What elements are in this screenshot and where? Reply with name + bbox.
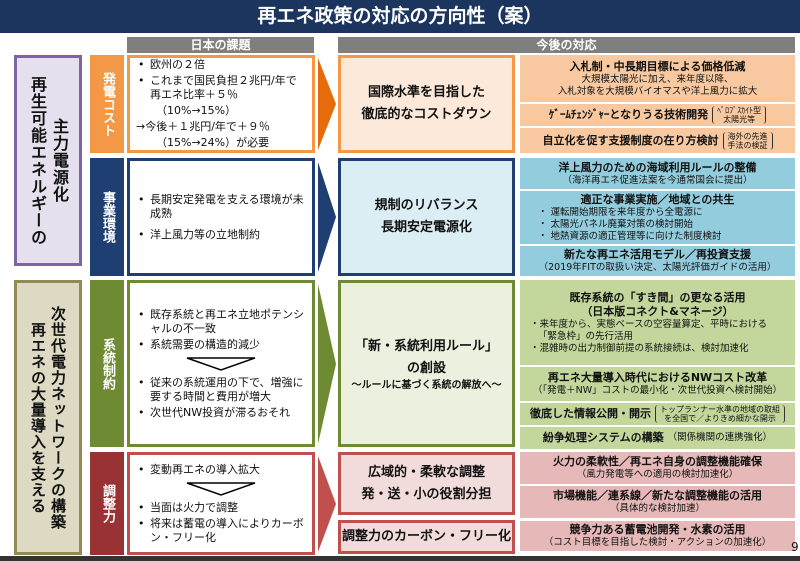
- policy-cost: 国際水準を目指した徹底的なコストダウン: [338, 55, 515, 153]
- policy-text: 規制のリバランス: [374, 198, 479, 213]
- issue-item: これまで国民負担２兆円/年で再エネ比率＋５％: [136, 74, 306, 102]
- action-item: 市場機能／連系線／新たな調整機能の活用（具体的な検討加速）: [520, 486, 795, 518]
- pillar-network: 再エネの大量導入を支える次世代電力ネットワークの構築: [14, 280, 82, 555]
- action-item: ｹﾞｰﾑﾁｪﾝｼﾞｬｰとなりうる技術開発ﾍﾟﾛﾌﾞｽｶｲﾄ型太陽光等: [520, 104, 795, 126]
- category-grid: 系統制約: [90, 280, 124, 447]
- category-adjust: 調整力: [90, 452, 124, 555]
- right-arrow-icon: [318, 456, 336, 552]
- policy-text: 徹底的なコストダウン: [361, 107, 492, 122]
- policy-business: 規制のリバランス長期安定電源化: [338, 158, 515, 276]
- issue-item: （15%→24%）が必要: [156, 136, 270, 149]
- right-arrow-icon: [318, 162, 336, 272]
- issue-item: 変動再エネの導入拡大: [136, 463, 306, 477]
- policy-text: 長期安定電源化: [380, 220, 472, 235]
- issue-item: （10%→15%）: [156, 104, 237, 117]
- header-issues: 日本の課題: [127, 37, 314, 53]
- issue-item: 次世代NW投資が滞るおそれ: [136, 406, 306, 420]
- action-item: 紛争処理システムの構築（関係機関の連携強化）: [520, 427, 795, 449]
- slide-title: 再エネ政策の対応の方向性（案）: [0, 0, 800, 33]
- policy-text: 調整力のカーボン・フリー化: [341, 529, 511, 544]
- bottom-bar: [0, 556, 800, 561]
- action-item: 洋上風力のための海域利用ルールの整備（海洋再エネ促進法案を今通常国会に提出）: [520, 158, 795, 189]
- issue-item: 既存系統と再エネ立地ポテンシャルの不一致: [136, 308, 306, 336]
- issue-item: 将来は蓄電の導入によりカーボン・フリー化: [136, 517, 306, 545]
- policy-text: 「新・系統利用ルール」: [354, 338, 498, 354]
- down-arrow-icon: [186, 481, 256, 496]
- issue-item: 長期安定発電を支える環境が未成熟: [136, 193, 306, 221]
- page-number: 9: [791, 540, 799, 554]
- action-item: 再エネ大量導入時代におけるNWコスト改革（「発電＋NW」コストの最小化・次世代投…: [520, 367, 795, 401]
- issue-item: 従来の系統運用の下で、増強に要する時間と費用が増大: [136, 376, 306, 404]
- category-business: 事業環境: [90, 158, 124, 276]
- issues-business: 長期安定発電を支える環境が未成熟 洋上風力等の立地制約: [127, 158, 315, 276]
- issue-item: 系統需要の構造的減少: [136, 338, 306, 352]
- pillar-text: 再生可能エネルギーの: [28, 75, 47, 246]
- issue-item: 欧州の２倍: [136, 58, 306, 72]
- action-item: 入札制・中長期目標による価格低減大規模太陽光に加え、来年度以降、入札対象を大規模…: [520, 55, 795, 102]
- issue-item: 当面は火力で調整: [136, 501, 306, 515]
- pillar-text: 再エネの大量導入を支える: [29, 321, 47, 514]
- action-item: 自立化を促す支援制度の在り方検討海外の先進手法の検証: [520, 128, 795, 153]
- policy-grid: 「新・系統利用ルール」の創設 ～ルールに基づく系統の解放へ～: [338, 280, 515, 447]
- category-cost: 発電コスト: [90, 55, 124, 153]
- header-response: 今後の対応: [338, 37, 795, 53]
- policy-text: 発・送・小の役割分担: [361, 486, 492, 502]
- action-item: 既存系統の「すき間」の更なる活用（日本版コネクト&マネージ）・来年度から、実態ベ…: [520, 280, 795, 365]
- policy-adjust: 広域的・柔軟な調整発・送・小の役割分担: [338, 452, 515, 515]
- right-arrow-icon: [318, 284, 336, 444]
- action-item: 新たな再エネ活用モデル／再投資支援（2019年FITの取扱い決定、太陽光評価ガイ…: [520, 246, 795, 276]
- issues-grid: 既存系統と再エネ立地ポテンシャルの不一致 系統需要の構造的減少 従来の系統運用の…: [127, 280, 315, 447]
- down-arrow-icon: [186, 356, 256, 371]
- issue-item: →今後＋１兆円/年で＋９％: [136, 120, 270, 133]
- pillar-text: 主力電源化: [50, 118, 69, 203]
- action-item: 火力の柔軟性／再エネ自身の調整機能確保（風力発電等への適用の検討加速化）: [520, 452, 795, 484]
- pillar-text: 次世代電力ネットワークの構築: [49, 305, 67, 530]
- action-item: 適正な事業実施／地域との共生・ 運転開始期限を来年度から全電源に・ 太陽光パネル…: [520, 191, 795, 244]
- pillar-main-power: 再生可能エネルギーの主力電源化: [14, 55, 82, 266]
- right-arrow-icon: [318, 58, 336, 150]
- action-item: 徹底した情報公開・開示トップランナー水準の地域の取組を全国で／よりきめ細かな開示: [520, 403, 795, 425]
- issues-cost: 欧州の２倍 これまで国民負担２兆円/年で再エネ比率＋５％ （10%→15%） →…: [127, 55, 315, 153]
- policy-subtext: ～ルールに基づく系統の解放へ～: [351, 379, 502, 391]
- issues-adjust: 変動再エネの導入拡大 当面は火力で調整 将来は蓄電の導入によりカーボン・フリー化: [127, 452, 315, 555]
- policy-text: 国際水準を目指した: [367, 85, 485, 100]
- policy-text: の創設: [406, 360, 446, 376]
- action-item: 競争力ある蓄電池開発・水素の活用（コスト目標を目指した検討・アクションの加速化）: [520, 521, 795, 551]
- policy-carbon-free: 調整力のカーボン・フリー化: [338, 520, 515, 554]
- issue-item: 洋上風力等の立地制約: [136, 228, 306, 242]
- policy-text: 広域的・柔軟な調整: [367, 464, 485, 480]
